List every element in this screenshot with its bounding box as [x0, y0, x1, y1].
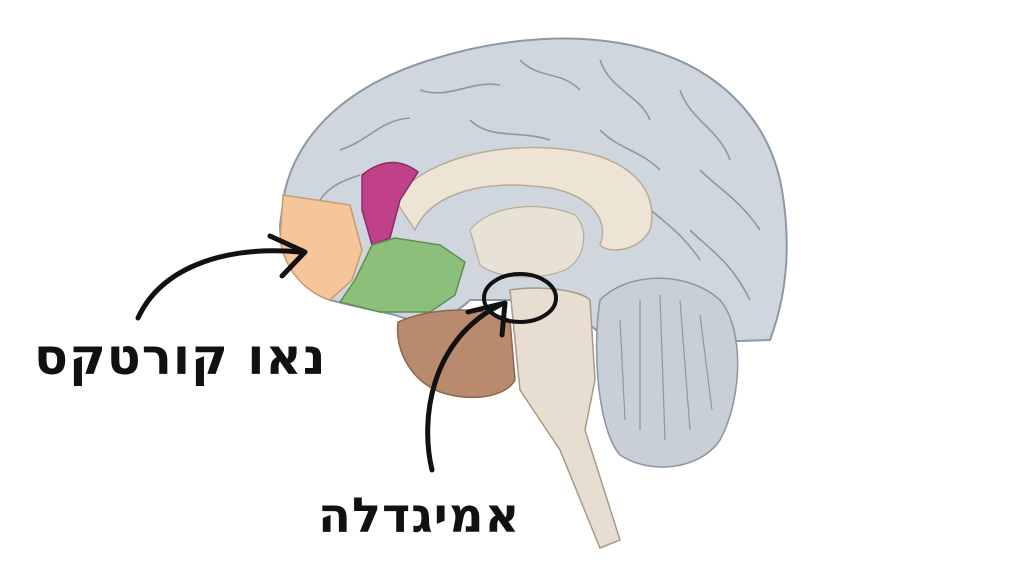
- prefrontal-region: [279, 194, 363, 301]
- temporal-region: [396, 309, 516, 399]
- amygdala-label: אמיגדלה: [318, 488, 521, 544]
- thalamus-region: [469, 205, 585, 278]
- neocortex-arrow: [135, 248, 303, 321]
- neocortex-arrowhead: [267, 233, 308, 279]
- amygdala-arrow: [425, 302, 503, 473]
- brainstem: [509, 287, 621, 549]
- green-region: [338, 237, 466, 313]
- amygdala-circle: [482, 272, 558, 324]
- corpus-callosum: [394, 146, 653, 251]
- cerebellum-folia: [619, 294, 713, 441]
- amygdala-arrowhead: [465, 300, 508, 338]
- cerebellum: [595, 277, 739, 468]
- neocortex-label: נאו קורטקס: [34, 328, 327, 386]
- magenta-region: [361, 161, 420, 246]
